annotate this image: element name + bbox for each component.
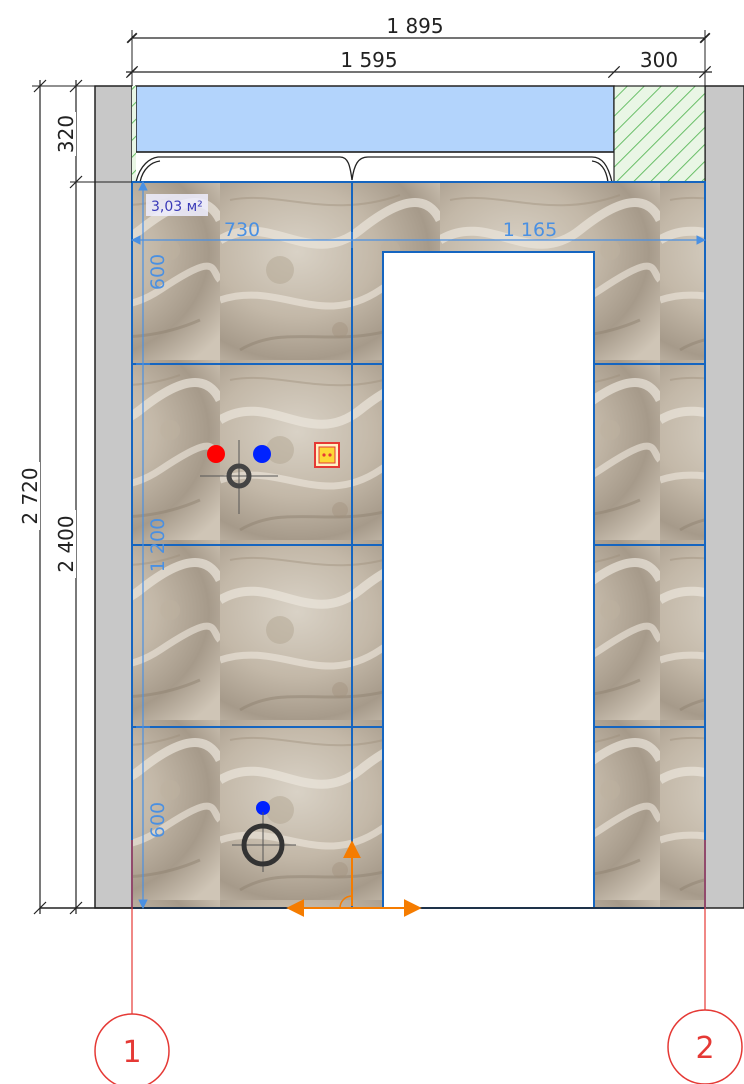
left-hatch-strip	[132, 86, 136, 182]
blue-vertical-dimension	[136, 181, 150, 909]
dimension-wall-height	[69, 79, 132, 915]
area-label: 3,03 м²	[151, 199, 203, 215]
hatched-niche	[613, 85, 706, 183]
left-wall	[94, 85, 133, 909]
ceiling-box	[135, 85, 615, 153]
axis-2: 2	[667, 840, 743, 1084]
cold-water-outlet-bottom[interactable]	[256, 801, 270, 815]
hot-water-outlet[interactable]	[207, 445, 225, 463]
total-height-label: 2 720	[18, 467, 42, 524]
area-badge: 3,03 м²	[146, 194, 208, 216]
axis-2-label: 2	[695, 1031, 714, 1066]
width-right-label: 300	[640, 48, 678, 72]
segment-right-label: 1 165	[503, 219, 557, 241]
drain-pipe[interactable]	[200, 440, 278, 514]
right-wall	[704, 85, 744, 909]
sewer-pipe[interactable]	[232, 812, 296, 872]
top-height-label: 320	[54, 115, 78, 153]
tile-top-label: 600	[147, 254, 169, 290]
dimension-top-split: 1 595 300	[126, 47, 712, 78]
power-socket[interactable]	[314, 442, 340, 468]
wall-height-label: 2 400	[54, 515, 78, 572]
origin-marker	[286, 840, 422, 917]
segment-left-label: 730	[224, 219, 260, 241]
total-width-label: 1 895	[386, 14, 443, 38]
blue-horizontal-dimension: 730 1 165	[131, 219, 706, 248]
door-opening	[382, 251, 595, 909]
axis-1-label: 1	[122, 1035, 141, 1070]
tile-bottom-label: 600	[147, 802, 169, 838]
cold-water-outlet[interactable]	[253, 445, 271, 463]
axis-1: 1	[94, 840, 170, 1084]
tile-middle-label: 1 200	[147, 518, 169, 572]
width-left-label: 1 595	[340, 48, 397, 72]
ceiling-profile	[135, 151, 614, 183]
dimension-total-width: 1 895	[126, 14, 711, 86]
